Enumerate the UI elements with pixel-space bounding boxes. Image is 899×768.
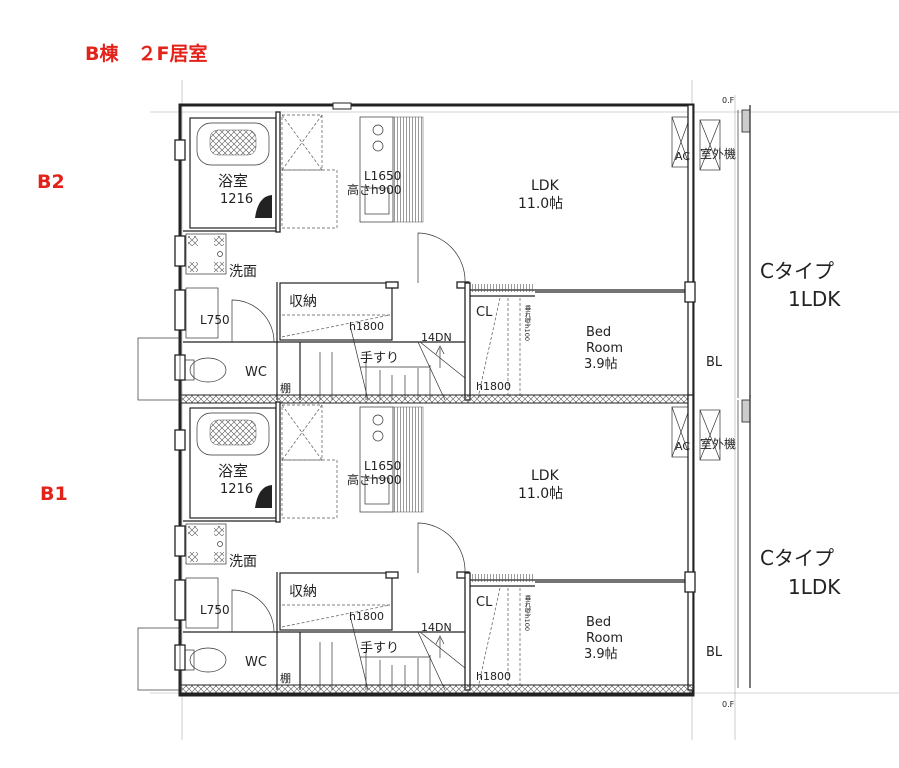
room-label-ldk: LDK <box>531 178 560 194</box>
room-label-closet: CL <box>476 595 493 610</box>
unit-label: B2 <box>37 171 65 193</box>
hanging-wall-label: 垂れ壁h100 <box>523 594 531 631</box>
room-label-ldk: LDK <box>531 468 560 484</box>
room-label-storage: 収納 <box>289 294 317 310</box>
type-label: Cタイプ <box>760 546 834 570</box>
closet-height: h1800 <box>476 380 511 393</box>
type-label: Cタイプ <box>760 259 834 283</box>
bedroom-size: 3.9帖 <box>584 357 618 372</box>
page-title: B棟 ２F居室 <box>85 42 207 65</box>
shelf-label: 棚 <box>280 671 291 685</box>
top-window <box>332 102 352 110</box>
ac-label: AC <box>675 440 690 453</box>
bedroom-size: 3.9帖 <box>584 647 618 662</box>
room-label-bath: 浴室 <box>218 462 248 480</box>
kitchen-height: 高さh900 <box>347 182 402 197</box>
stairs-label: 14DN <box>421 331 452 344</box>
room-label-wc: WC <box>245 655 267 670</box>
hanging-wall-label: 垂れ壁h100 <box>523 304 531 341</box>
closet-height: h1800 <box>476 670 511 683</box>
room-label-bath: 浴室 <box>218 172 248 190</box>
kitchen-length: L1650 <box>364 459 401 473</box>
room-label-bedroom: Room <box>586 341 623 356</box>
unit-b2-plan <box>137 104 751 404</box>
layout-label: 1LDK <box>788 575 841 599</box>
bath-size: 1216 <box>220 482 253 497</box>
room-label-bedroom: Bed <box>586 615 611 630</box>
ldk-size: 11.0帖 <box>518 196 563 212</box>
stairs-label: 14DN <box>421 621 452 634</box>
floor-mark: 0.F <box>722 96 735 105</box>
room-label-wc: WC <box>245 365 267 380</box>
floor-mark: 0.F <box>722 700 735 709</box>
unit-b1: B1 Cタイプ 1LDK 浴室 1216 L1650 高さh900 LDK 11… <box>40 436 841 685</box>
ldk-size: 11.0帖 <box>518 486 563 502</box>
grid-lines <box>150 80 899 740</box>
ac-label: AC <box>675 150 690 163</box>
room-label-storage: 収納 <box>289 584 317 600</box>
unit-b2: B2 Cタイプ 1LDK 浴室 1216 L1650 高さh900 LDK 11… <box>37 146 841 395</box>
bath-size: 1216 <box>220 192 253 207</box>
layout-label: 1LDK <box>788 287 841 311</box>
kitchen-length: L1650 <box>364 169 401 183</box>
storage-height: h1800 <box>349 320 384 333</box>
handrail-label: 手すり <box>360 641 399 656</box>
vanity-length: L750 <box>200 313 230 327</box>
room-label-closet: CL <box>476 305 493 320</box>
balcony-label: BL <box>706 355 723 370</box>
kitchen-height: 高さh900 <box>347 472 402 487</box>
vanity-length: L750 <box>200 603 230 617</box>
outdoor-unit-label: 室外機 <box>700 436 736 451</box>
unit-label: B1 <box>40 483 68 505</box>
room-label-washroom: 洗面 <box>229 264 257 280</box>
handrail-label: 手すり <box>360 351 399 366</box>
room-label-bedroom: Room <box>586 631 623 646</box>
unit-b1-plan <box>137 394 751 694</box>
balcony-label: BL <box>706 645 723 660</box>
outdoor-unit-label: 室外機 <box>700 146 736 161</box>
room-label-bedroom: Bed <box>586 325 611 340</box>
shelf-label: 棚 <box>280 381 291 395</box>
room-label-washroom: 洗面 <box>229 554 257 570</box>
storage-height: h1800 <box>349 610 384 623</box>
